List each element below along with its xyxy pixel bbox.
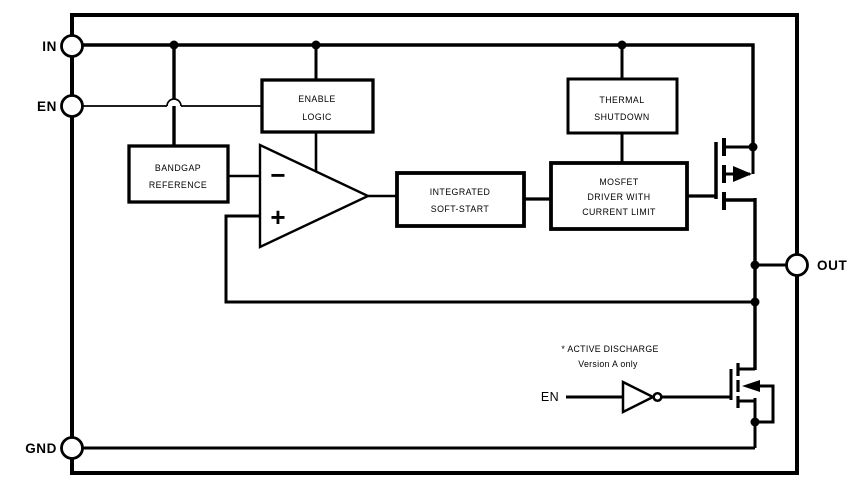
in-pin xyxy=(60,34,84,58)
en-pin-label: EN xyxy=(37,99,57,114)
pass-fet-arrow-icon xyxy=(733,166,752,182)
enable-logic-label-1: ENABLE xyxy=(298,94,335,104)
in-pin-label: IN xyxy=(42,39,57,54)
junction-dot xyxy=(750,260,760,270)
en-pin xyxy=(60,94,84,118)
soft-start-label-2: SOFT-START xyxy=(431,204,490,214)
bandgap-label-2: REFERENCE xyxy=(149,180,207,190)
thermal-shutdown-block xyxy=(566,77,679,135)
inverter-bubble-icon xyxy=(652,391,663,403)
junction-dot xyxy=(169,40,179,50)
chip-boundary xyxy=(70,13,799,475)
enable-logic-block xyxy=(260,78,375,134)
wire-feedback xyxy=(224,214,755,304)
inverting-input-symbol: − xyxy=(270,160,285,190)
mosfet-driver-label-2: DRIVER WITH xyxy=(587,192,650,202)
bandgap-label-1: BANDGAP xyxy=(155,163,201,173)
wire-in-rail xyxy=(82,43,755,149)
junction-dot xyxy=(750,417,760,427)
inverter-triangle xyxy=(621,379,656,415)
junction-dot xyxy=(750,297,760,307)
junction-dots xyxy=(169,40,760,427)
error-amplifier: − + xyxy=(258,143,371,249)
discharge-fet-bulk-loop xyxy=(757,384,775,424)
mosfet-driver-label-3: CURRENT LIMIT xyxy=(582,207,656,217)
junction-dot xyxy=(617,40,627,50)
integrated-soft-start-block xyxy=(395,171,526,228)
wire-en-hop xyxy=(166,98,182,107)
gnd-pin xyxy=(60,436,84,460)
thermal-label-1: THERMAL xyxy=(599,95,644,105)
error-amplifier-triangle xyxy=(258,143,371,249)
function-blocks xyxy=(127,77,689,231)
active-discharge-note-1: * ACTIVE DISCHARGE xyxy=(561,344,658,354)
soft-start-label-1: INTEGRATED xyxy=(430,187,491,197)
active-discharge-note-2: Version A only xyxy=(578,359,638,369)
mosfet-driver-label-1: MOSFET xyxy=(599,177,639,187)
junction-dot xyxy=(311,40,321,50)
out-pin-label: OUT xyxy=(817,258,847,273)
bandgap-reference-block xyxy=(127,144,230,204)
gnd-pin-label: GND xyxy=(25,441,57,456)
wires xyxy=(82,43,788,450)
enable-logic-label-2: LOGIC xyxy=(302,112,332,122)
out-pin xyxy=(785,253,809,277)
inverter-gate xyxy=(566,379,731,415)
junction-dot xyxy=(748,142,758,152)
discharge-mosfet xyxy=(729,363,775,424)
discharge-fet-arrow-icon xyxy=(742,380,760,392)
noninverting-input-symbol: + xyxy=(270,202,285,232)
thermal-label-2: SHUTDOWN xyxy=(594,112,649,122)
discharge-en-label: EN xyxy=(541,390,559,404)
pins xyxy=(60,34,809,460)
mosfet-driver-block xyxy=(549,161,689,231)
